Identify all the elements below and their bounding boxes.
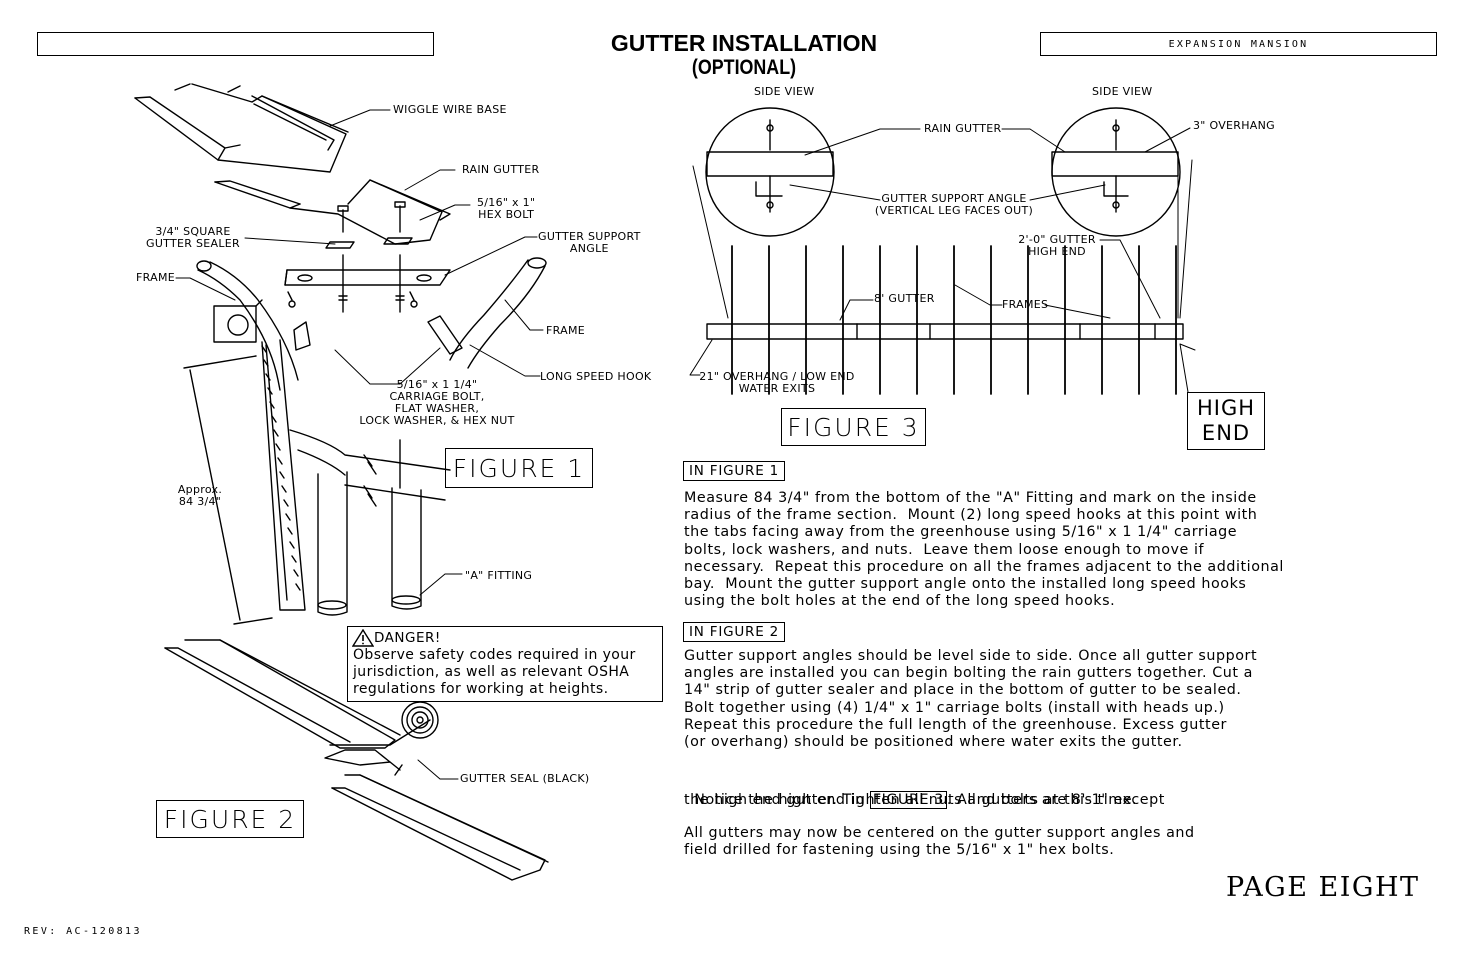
frame-left-drawing (196, 260, 306, 611)
label-wiggle-wire: WIGGLE WIRE BASE (393, 103, 507, 116)
revision: REV: AC-120813 (24, 926, 142, 937)
label-frame-left: FRAME (136, 271, 175, 284)
center-text: All gutters may now be centered on the g… (684, 825, 1195, 859)
label-high-end-gutter: 2'-0" GUTTER HIGH END (1018, 233, 1096, 258)
page-subtitle: (OPTIONAL) (691, 56, 797, 79)
label-long-hook: LONG SPEED HOOK (540, 370, 652, 383)
header-right-text: EXPANSION MANSION (1168, 38, 1309, 50)
frame-right-drawing (293, 257, 547, 369)
figure3-caption: FIGURE 3 (781, 408, 926, 446)
label-eight-gutter: 8' GUTTER (874, 292, 935, 305)
header-left-box (37, 32, 434, 56)
fig3-side-view-right (1051, 107, 1181, 237)
fig1-leaders (175, 109, 544, 596)
label-support-angle-1: GUTTER SUPPORT ANGLE (538, 230, 641, 255)
label-frame-right: FRAME (546, 324, 585, 337)
notice-pre: Notice the high end in (694, 792, 870, 809)
label-support-angle-3: GUTTER SUPPORT ANGLE (VERTICAL LEG FACES… (874, 192, 1034, 217)
fig3-leaders (689, 127, 1196, 393)
label-sealer: 3/4" SQUARE GUTTER SEALER (146, 225, 240, 250)
figure1-caption: FIGURE 1 (445, 448, 593, 488)
fig1-heading: IN FIGURE 1 (683, 461, 786, 481)
danger-header: DANGER! (352, 629, 441, 647)
label-rain-gutter-1: RAIN GUTTER (462, 163, 540, 176)
high-end-label: HIGH END (1196, 396, 1256, 445)
notice-post: . All gutters are 8'-1" except (946, 792, 1165, 809)
page-number: PAGE EIGHT (1226, 872, 1420, 903)
label-hex-bolt: 5/16" x 1" HEX BOLT (477, 196, 536, 221)
dimension-line (183, 355, 273, 625)
fig1-text: Measure 84 3/4" from the bottom of the "… (684, 490, 1284, 610)
fig2-heading: IN FIGURE 2 (683, 622, 786, 642)
notice-ref: FIGURE 3 (869, 791, 947, 810)
label-side-view-right: SIDE VIEW (1092, 85, 1153, 98)
page-title: GUTTER INSTALLATION (610, 30, 878, 56)
label-carriage: 5/16" x 1 1/4" CARRIAGE BOLT, FLAT WASHE… (359, 378, 515, 427)
purlin-posts (289, 429, 451, 616)
fig2-gutters (164, 639, 549, 881)
label-side-view-left: SIDE VIEW (754, 85, 815, 98)
label-gutter-seal: GUTTER SEAL (BLACK) (460, 772, 590, 785)
fig3-frames (731, 245, 1177, 395)
label-frames: FRAMES (1002, 298, 1049, 311)
wiggle-wire-assembly (134, 83, 349, 173)
danger-title: DANGER! (374, 630, 441, 646)
label-rain-gutter-3: RAIN GUTTER (924, 122, 1002, 135)
notice-line-1: Notice the high end in FIGURE 3. All gut… (684, 775, 1165, 810)
fig2-text: Gutter support angles should be level si… (684, 648, 1258, 751)
danger-text: Observe safety codes required in your ju… (353, 647, 636, 697)
warning-icon (352, 629, 374, 647)
label-overhang-3: 3" OVERHANG (1193, 119, 1275, 132)
hex-bolts (325, 201, 413, 249)
fig3-gutter-run (706, 323, 1184, 340)
measure-hatch (261, 345, 301, 591)
figure2-caption: FIGURE 2 (156, 800, 304, 838)
high-end-box: HIGH END (1187, 392, 1265, 450)
support-angle-drawing (284, 254, 451, 313)
fig3-side-view-left (705, 107, 835, 237)
label-a-fitting: "A" FITTING (465, 569, 533, 582)
notice-line-2: the high end gutter. Tighten all nuts an… (684, 792, 1138, 808)
danger-box: DANGER! Observe safety codes required in… (347, 626, 663, 702)
rain-gutter-drawing (214, 179, 451, 245)
label-overhang-21: 21" OVERHANG / LOW END WATER EXITS (699, 370, 855, 395)
label-approx: Approx. 84 3/4" (177, 483, 223, 508)
header-right-box: EXPANSION MANSION (1040, 32, 1437, 56)
